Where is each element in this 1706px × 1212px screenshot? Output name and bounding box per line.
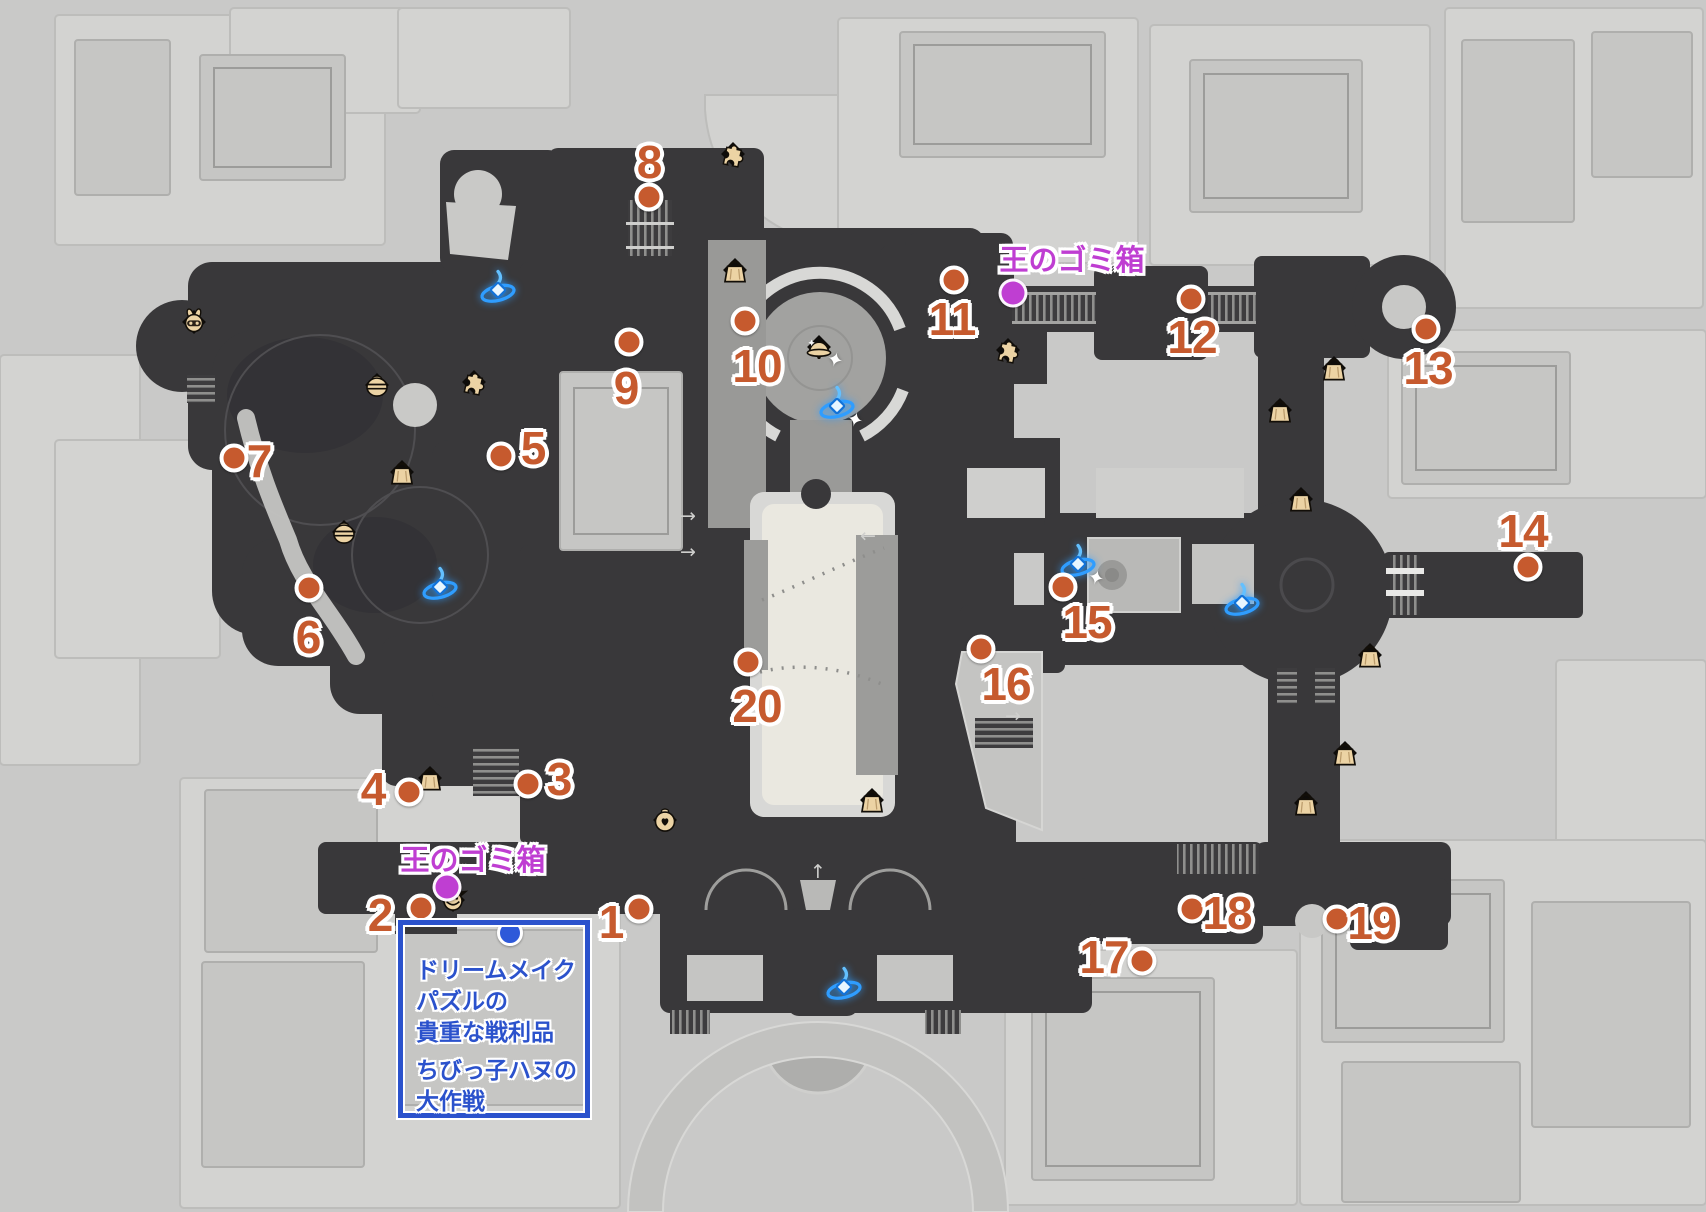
map-marker-label-14: 14 xyxy=(1498,505,1548,557)
treasure-bag-icon[interactable] xyxy=(411,759,449,797)
pot-icon[interactable] xyxy=(325,513,363,551)
floor-details xyxy=(187,170,1426,1212)
treasure-bag-icon[interactable] xyxy=(1287,784,1325,822)
map-marker-dot-8[interactable] xyxy=(634,182,664,212)
map-marker-dot-5[interactable] xyxy=(486,441,516,471)
map-marker-dot-7[interactable] xyxy=(219,443,249,473)
warp-anchor-icon[interactable] xyxy=(820,963,868,1011)
map-marker-dot-12[interactable] xyxy=(1176,284,1206,314)
treasure-bag-icon[interactable] xyxy=(1261,391,1299,429)
treasure-bag-icon[interactable] xyxy=(1315,349,1353,387)
warp-anchor-icon[interactable] xyxy=(1218,579,1266,627)
treasure-bag-icon[interactable] xyxy=(1351,636,1389,674)
treasure-bag-icon[interactable] xyxy=(1326,734,1364,772)
map-marker-dot-13[interactable] xyxy=(1411,314,1441,344)
map-marker-dot-20[interactable] xyxy=(733,647,763,677)
floor-arrows: → → ← ↑ → xyxy=(680,505,1021,883)
treasure-bag-icon[interactable] xyxy=(1282,480,1320,518)
pot-icon[interactable] xyxy=(800,328,838,366)
treasure-bag-icon[interactable] xyxy=(853,781,891,819)
map-marker-label-5: 5 xyxy=(520,422,547,474)
map-marker-label-13: 13 xyxy=(1403,342,1453,394)
carpet-borders xyxy=(213,44,1557,1167)
royal-trashcan-marker-1[interactable] xyxy=(998,278,1028,308)
map-marker-dot-19[interactable] xyxy=(1322,904,1352,934)
legend-box: ドリームメイク パズルの 貴重な戦利品 ちびっ子ハヌの 大作戦 xyxy=(398,920,590,1118)
pot-icon[interactable] xyxy=(358,366,396,404)
map-marker-label-4: 4 xyxy=(360,763,387,815)
map-marker-label-12: 12 xyxy=(1167,311,1217,363)
map-marker-label-15: 15 xyxy=(1062,596,1112,648)
map-marker-label-16: 16 xyxy=(981,658,1031,710)
legend-text-loot: ドリームメイク パズルの 貴重な戦利品 xyxy=(416,957,576,1045)
map-marker-dot-17[interactable] xyxy=(1127,946,1157,976)
map-marker-label-10: 10 xyxy=(732,340,782,392)
map-marker-dot-18[interactable] xyxy=(1177,894,1207,924)
map-marker-dot-10[interactable] xyxy=(730,306,760,336)
map-marker-label-9: 9 xyxy=(613,362,640,414)
warp-anchor-icon[interactable] xyxy=(474,266,522,314)
map-marker-label-19: 19 xyxy=(1347,897,1397,949)
svg-text:→: → xyxy=(1005,705,1021,727)
map-marker-dot-11[interactable] xyxy=(939,265,969,295)
svg-text:↑: ↑ xyxy=(810,861,826,883)
puzzle-piece-icon[interactable] xyxy=(455,363,493,401)
map-marker-dot-9[interactable] xyxy=(614,327,644,357)
royal-trashcan-marker-2[interactable] xyxy=(432,872,462,902)
warp-anchor-icon[interactable] xyxy=(813,382,861,430)
map-marker-label-8: 8 xyxy=(636,136,663,188)
treasure-bag-icon[interactable] xyxy=(716,251,754,289)
map-marker-dot-3[interactable] xyxy=(513,769,543,799)
svg-text:←: ← xyxy=(860,525,876,547)
svg-text:→: → xyxy=(680,505,696,527)
map-marker-label-6: 6 xyxy=(295,611,322,663)
map-marker-dot-16[interactable] xyxy=(966,634,996,664)
puzzle-piece-icon[interactable] xyxy=(989,331,1027,369)
svg-text:→: → xyxy=(680,541,696,563)
warp-anchor-icon[interactable] xyxy=(416,563,464,611)
map-marker-dot-4[interactable] xyxy=(394,777,424,807)
map-marker-dot-15[interactable] xyxy=(1048,572,1078,602)
royal-trashcan-label-2: 王のゴミ箱 xyxy=(400,845,546,877)
map-marker-dot-14[interactable] xyxy=(1513,552,1543,582)
map-marker-label-17: 17 xyxy=(1079,931,1129,983)
room-carpets xyxy=(74,31,1693,1203)
map-marker-label-18: 18 xyxy=(1202,887,1252,939)
warp-anchor-icon[interactable] xyxy=(1054,540,1102,588)
pot-icon[interactable] xyxy=(646,801,684,839)
map-marker-label-20: 20 xyxy=(732,680,782,732)
map-marker-dot-2[interactable] xyxy=(406,893,436,923)
map-marker-dot-6[interactable] xyxy=(294,573,324,603)
legend-text-hanu: ちびっ子ハヌの 大作戦 xyxy=(416,1057,577,1114)
puzzle-piece-icon[interactable] xyxy=(714,135,752,173)
hanu-icon[interactable] xyxy=(175,303,213,341)
map-marker-dot-1[interactable] xyxy=(624,894,654,924)
map-marker-label-3: 3 xyxy=(546,753,573,805)
treasure-bag-icon[interactable] xyxy=(383,453,421,491)
royal-trashcan-label-1: 王のゴミ箱 xyxy=(999,245,1145,277)
map-marker-label-7: 7 xyxy=(246,435,273,487)
map-marker-label-11: 11 xyxy=(928,293,977,345)
map-marker-label-1: 1 xyxy=(598,896,625,948)
map-marker-label-2: 2 xyxy=(367,889,394,941)
